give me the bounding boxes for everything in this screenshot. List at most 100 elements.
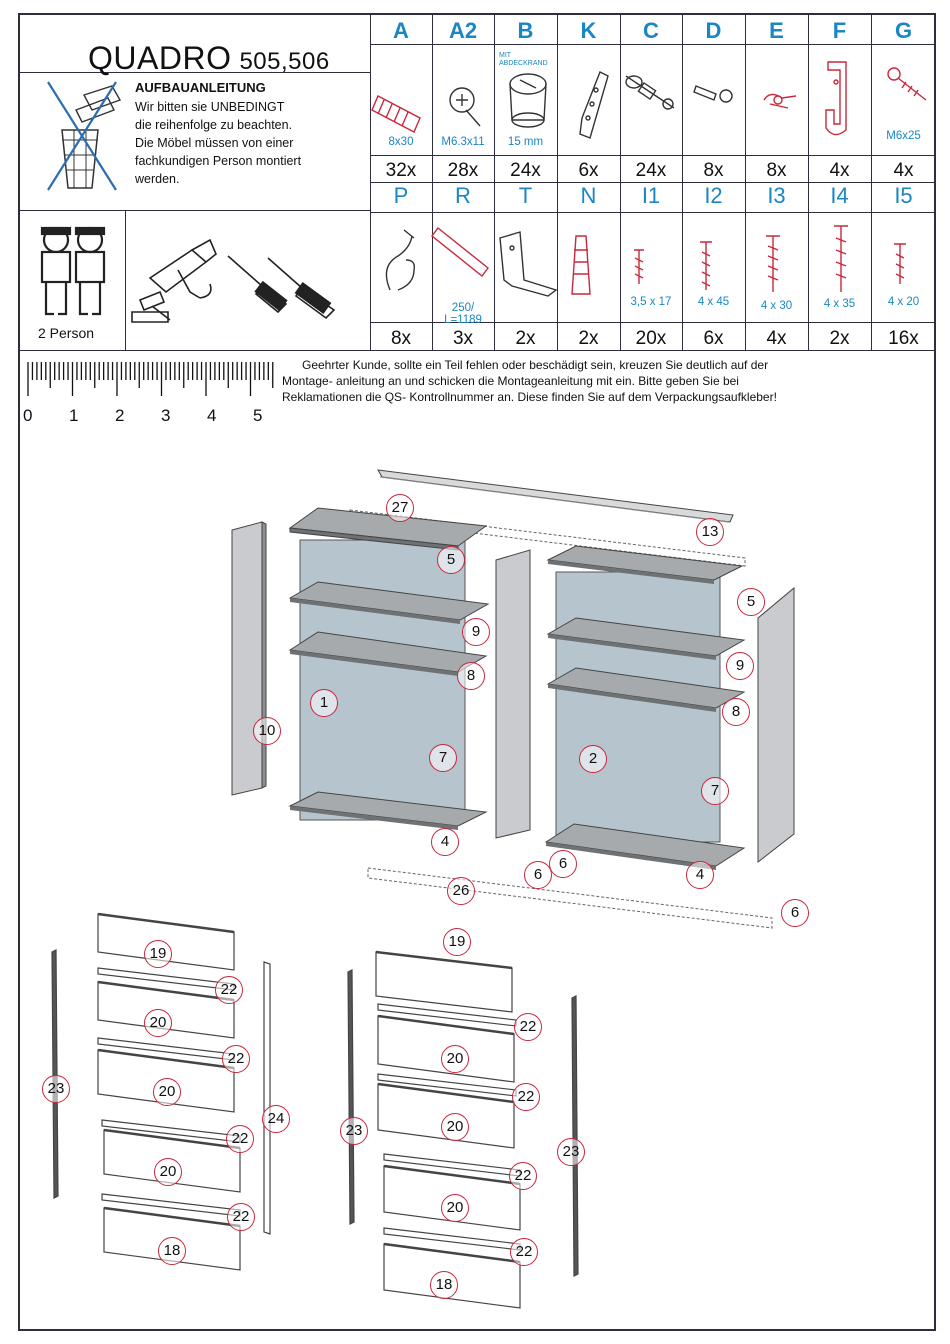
part-count: 32x (385, 160, 417, 181)
grid-line (432, 13, 433, 350)
part-number-tag: 5 (437, 546, 465, 574)
part-number-tag: 19 (443, 928, 471, 956)
part-code: I2 (704, 183, 723, 208)
ruler-label: 3 (161, 406, 171, 425)
part-number-tag: 6 (524, 861, 552, 889)
part-count: 2x (578, 328, 599, 349)
grid-line (125, 210, 126, 350)
screw-i4-icon (834, 225, 848, 292)
part-code: I3 (767, 183, 786, 208)
part-number-tag: 22 (510, 1238, 538, 1266)
part-number-tag: 20 (144, 1009, 172, 1037)
measuring-ruler (27, 362, 274, 396)
part-number-tag: 18 (430, 1271, 458, 1299)
part-spec: 15 mm (507, 136, 544, 148)
part-code: G (894, 18, 913, 43)
part-number-tag: 18 (158, 1237, 186, 1265)
part-code: E (769, 18, 784, 43)
part-spec: 250/ L=1189 (444, 302, 482, 326)
part-number-tag: 22 (222, 1045, 250, 1073)
part-number-tag: 23 (557, 1138, 585, 1166)
ruler-label: 0 (23, 406, 33, 425)
cam-bolt-icon (625, 75, 675, 110)
part-number-tag: 26 (447, 877, 475, 905)
part-code: B (517, 18, 534, 43)
part-number-tag: 19 (144, 940, 172, 968)
part-code: T (518, 183, 533, 208)
part-number-tag: 13 (696, 518, 724, 546)
ruler-label: 4 (207, 406, 217, 425)
part-count: 3x (452, 328, 474, 349)
part-number-tag: 2 (579, 745, 607, 773)
part-number-tag: 22 (512, 1083, 540, 1111)
screw-g-icon (887, 67, 927, 101)
part-number-tag: 1 (310, 689, 338, 717)
grid-line (370, 13, 371, 350)
part-count: 2x (515, 328, 536, 349)
part-number-tag: 7 (429, 744, 457, 772)
grid-line (370, 155, 936, 156)
part-spec: 4 x 30 (760, 300, 793, 312)
grid-line (620, 13, 621, 350)
part-number-tag: 22 (215, 976, 243, 1004)
part-count: 28x (447, 160, 479, 181)
part-count: 8x (703, 160, 724, 181)
part-code: K (580, 18, 597, 43)
part-count: 8x (390, 328, 412, 349)
part-number-tag: 23 (340, 1117, 368, 1145)
ruler-label: 5 (253, 406, 263, 425)
part-number-tag: 7 (701, 777, 729, 805)
screw-i3-icon (766, 235, 780, 292)
grid-line (18, 210, 370, 211)
no-tools-warning-icon (47, 81, 122, 191)
part-code: A (393, 18, 409, 43)
part-number-tag: 9 (726, 652, 754, 680)
screw-i1-icon (634, 249, 644, 284)
grid-line (370, 44, 936, 45)
part-number-tag: 6 (781, 899, 809, 927)
cabinet-exploded-view (231, 469, 795, 929)
grid-line (745, 13, 746, 350)
angle-bracket-icon (499, 231, 558, 297)
part-code: I1 (641, 183, 661, 208)
cable-tie-icon (385, 229, 416, 291)
part-count: 2x (829, 328, 850, 349)
tools-icon (131, 238, 336, 323)
grid-line (370, 212, 936, 213)
grid-line (18, 72, 370, 73)
warning-heading: AUFBAUANLEITUNG (135, 80, 266, 95)
grid-line (370, 322, 936, 323)
part-number-tag: 22 (509, 1162, 537, 1190)
rod-icon (431, 227, 489, 277)
part-code: P (393, 183, 409, 208)
part-count: 24x (510, 160, 541, 181)
part-code: I4 (830, 183, 849, 208)
part-code: R (455, 183, 471, 208)
missing-parts-notice: Geehrter Kunde, sollte ein Teil fehlen o… (282, 358, 777, 404)
grid-line (18, 350, 936, 351)
part-count: 8x (766, 160, 787, 181)
part-count: 4x (829, 160, 850, 181)
part-spec: M6.3x11 (441, 136, 485, 148)
screw-i2-icon (700, 241, 712, 290)
ruler-label: 2 (115, 406, 125, 425)
part-number-tag: 10 (253, 717, 281, 745)
part-number-tag: 8 (722, 698, 750, 726)
part-b-note: MIT ABDECKRAND (499, 52, 548, 67)
cam-lock-icon (509, 73, 547, 128)
part-code: D (705, 18, 722, 43)
grid-line (494, 13, 495, 350)
grid-line (557, 13, 558, 350)
part-count: 24x (635, 160, 667, 181)
part-spec: 3,5 x 17 (630, 296, 672, 308)
part-count: 20x (635, 328, 667, 349)
connector-plate-icon (579, 71, 609, 139)
grid-line (808, 13, 809, 350)
part-number-tag: 6 (549, 850, 577, 878)
dowel-icon (371, 95, 421, 133)
part-spec: 4 x 45 (697, 296, 730, 308)
part-number-tag: 24 (262, 1105, 290, 1133)
warning-text: Wir bitten sie UNBEDINGT die reihenfolge… (135, 100, 302, 186)
ruler-label: 1 (69, 406, 79, 425)
page-border (18, 13, 936, 1331)
